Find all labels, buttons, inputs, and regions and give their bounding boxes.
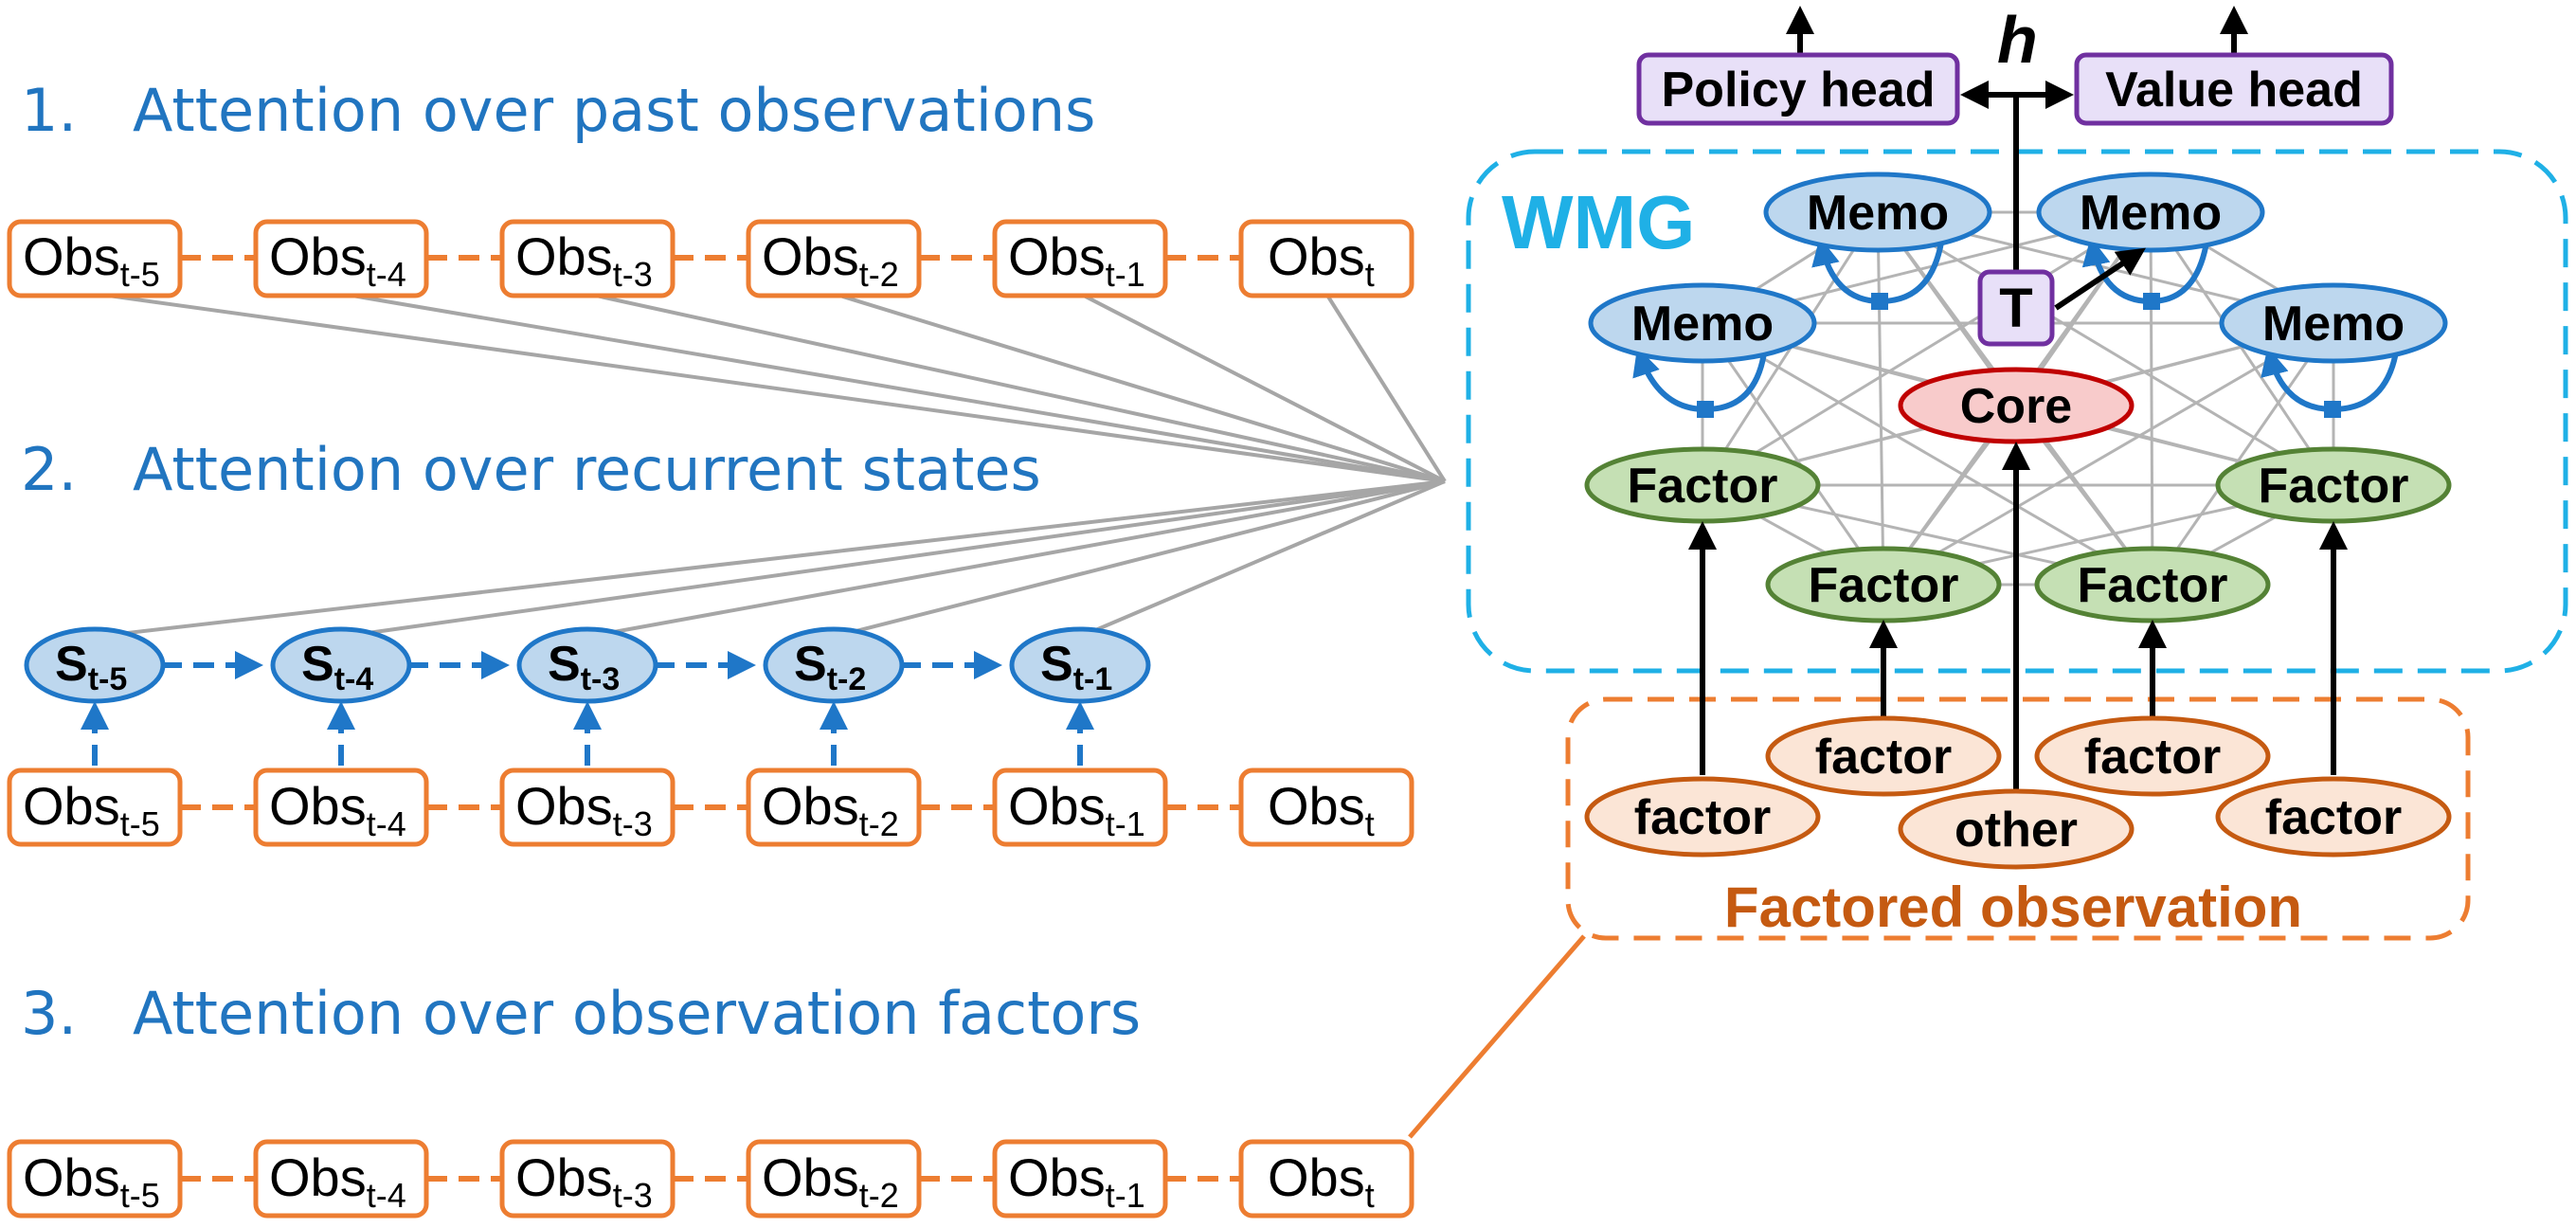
- svg-text:Obst-4: Obst-4: [269, 776, 406, 843]
- section3-title: Attention over observation factors: [133, 979, 1141, 1048]
- section2-number: 2.: [21, 435, 77, 504]
- obs-row-2: Obst-5 Obst-4 Obst-3 Obst-2 Obst-1 Obst: [7, 768, 1414, 847]
- obs-box-t-2: Obst-2: [746, 1139, 922, 1219]
- memo-node-2: Memo: [2036, 172, 2265, 253]
- svg-text:St-1: St-1: [1040, 637, 1112, 697]
- obs-box-t-5: Obst-5: [7, 1139, 183, 1219]
- obs-box-t: Obst: [1238, 768, 1414, 847]
- svg-text:Factor: Factor: [2078, 558, 2228, 613]
- obs-row-1: Obst-5 Obst-4 Obst-3 Obst-2 Obst-1 Obst: [7, 219, 1414, 298]
- svg-text:Memo: Memo: [1631, 297, 1774, 352]
- svg-text:Obst: Obst: [1268, 226, 1375, 294]
- svg-text:St-3: St-3: [548, 637, 620, 697]
- svg-text:Core: Core: [1960, 379, 2072, 434]
- factor-node-2: Factor: [2215, 446, 2452, 524]
- state-t-4: St-4: [270, 626, 412, 704]
- svg-text:Obst-5: Obst-5: [23, 776, 160, 843]
- svg-text:Obst-4: Obst-4: [269, 1147, 406, 1215]
- memo-node-3: Memo: [1588, 282, 1817, 364]
- svg-text:factor: factor: [2084, 730, 2221, 785]
- obs-box-t: Obst: [1238, 219, 1414, 298]
- svg-text:other: other: [1955, 803, 2078, 858]
- factor-node-3: Factor: [1765, 546, 2002, 623]
- policy-head-box: Policy head: [1636, 52, 1960, 126]
- state-row: St-5 St-4 St-3 St-2 St-1: [24, 626, 1151, 766]
- svg-text:Obst-1: Obst-1: [1008, 226, 1145, 294]
- svg-text:Obst-2: Obst-2: [762, 226, 899, 294]
- other-obs: other: [1898, 788, 2135, 870]
- obs-row-3: Obst-5 Obst-4 Obst-3 Obst-2 Obst-1 Obst: [7, 1139, 1414, 1219]
- state-t-2: St-2: [763, 626, 905, 704]
- obs-box-t-1: Obst-1: [992, 768, 1168, 847]
- svg-text:Obst-2: Obst-2: [762, 776, 899, 843]
- svg-text:Obst-4: Obst-4: [269, 226, 406, 294]
- obs-box-t-4: Obst-4: [253, 219, 429, 298]
- svg-text:St-5: St-5: [55, 637, 127, 697]
- section2-title: Attention over recurrent states: [133, 435, 1041, 504]
- state-t-3: St-3: [516, 626, 658, 704]
- section1-number: 1.: [21, 76, 77, 145]
- memo-node-1: Memo: [1763, 172, 1992, 253]
- factor-obs-2: factor: [1765, 715, 2002, 797]
- svg-text:Factor: Factor: [2259, 459, 2409, 514]
- t-node: T: [1977, 269, 2055, 347]
- factor-node-4: Factor: [2034, 546, 2271, 623]
- svg-text:Obst-3: Obst-3: [515, 776, 653, 843]
- svg-text:Factor: Factor: [1628, 459, 1778, 514]
- obs-box-t: Obst: [1238, 1139, 1414, 1219]
- state-t-1: St-1: [1009, 626, 1151, 704]
- h-label: h: [1997, 3, 2038, 77]
- core-node: Core: [1898, 367, 2135, 444]
- obs-box-t-1: Obst-1: [992, 219, 1168, 298]
- factor-obs-4: factor: [2215, 776, 2452, 858]
- svg-text:Obst-3: Obst-3: [515, 1147, 653, 1215]
- obs-box-t-5: Obst-5: [7, 768, 183, 847]
- svg-text:Factor: Factor: [1809, 558, 1959, 613]
- attention-lines: [94, 292, 1586, 1139]
- svg-text:Memo: Memo: [1807, 186, 1949, 241]
- svg-text:Obst-1: Obst-1: [1008, 776, 1145, 843]
- svg-text:Obst-5: Obst-5: [23, 1147, 160, 1215]
- factor-obs-1: factor: [1584, 776, 1821, 858]
- svg-text:factor: factor: [1815, 730, 1952, 785]
- svg-text:Memo: Memo: [2262, 297, 2405, 352]
- svg-text:Obst-2: Obst-2: [762, 1147, 899, 1215]
- state-t-5: St-5: [24, 626, 166, 704]
- obs-box-t-4: Obst-4: [253, 768, 429, 847]
- factored-nodes: factor factor other factor factor: [1584, 442, 2452, 870]
- svg-text:factor: factor: [2265, 790, 2402, 845]
- svg-text:factor: factor: [1634, 790, 1771, 845]
- output-heads: Policy head Value head h: [1636, 3, 2394, 284]
- wmg-nodes: Memo Memo Memo Memo Core Factor Factor: [1584, 172, 2452, 623]
- factor-obs-3: factor: [2034, 715, 2271, 797]
- svg-text:Obst-3: Obst-3: [515, 226, 653, 294]
- obs-box-t-2: Obst-2: [746, 219, 922, 298]
- obs-box-t-3: Obst-3: [499, 1139, 676, 1219]
- memo-node-4: Memo: [2219, 282, 2448, 364]
- obs-box-t-2: Obst-2: [746, 768, 922, 847]
- obs-box-t-4: Obst-4: [253, 1139, 429, 1219]
- factored-label: Factored observation: [1724, 876, 2302, 939]
- svg-text:Obst-5: Obst-5: [23, 226, 160, 294]
- obs-box-t-3: Obst-3: [499, 219, 676, 298]
- policy-head-label: Policy head: [1662, 63, 1936, 117]
- svg-text:T: T: [1999, 278, 2032, 339]
- wmg-label: WMG: [1502, 180, 1695, 264]
- factor-node-1: Factor: [1584, 446, 1821, 524]
- svg-text:St-4: St-4: [301, 637, 373, 697]
- svg-text:Memo: Memo: [2080, 186, 2222, 241]
- svg-text:Obst-1: Obst-1: [1008, 1147, 1145, 1215]
- section3-number: 3.: [21, 979, 77, 1048]
- svg-text:Obst: Obst: [1268, 1147, 1375, 1215]
- value-head-box: Value head: [2074, 52, 2394, 126]
- obs-box-t-3: Obst-3: [499, 768, 676, 847]
- svg-text:Obst: Obst: [1268, 776, 1375, 843]
- factored-container: [1565, 696, 2471, 941]
- section1-title: Attention over past observations: [133, 76, 1095, 145]
- obs-box-t-1: Obst-1: [992, 1139, 1168, 1219]
- value-head-label: Value head: [2105, 63, 2363, 117]
- obs-box-t-5: Obst-5: [7, 219, 183, 298]
- svg-text:St-2: St-2: [794, 637, 866, 697]
